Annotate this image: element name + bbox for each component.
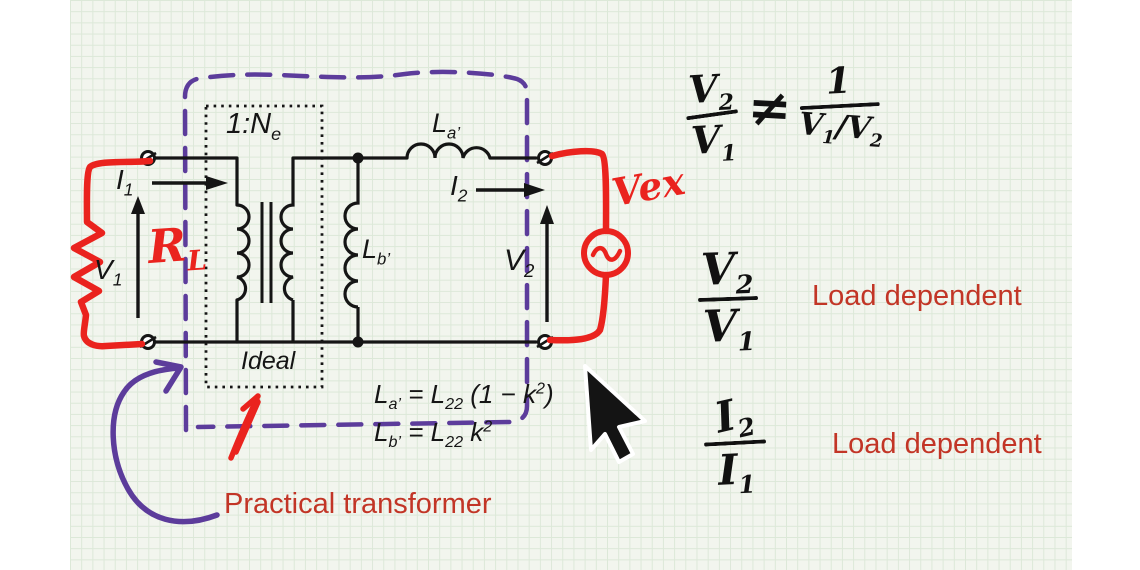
transformer-core-lines bbox=[260, 202, 273, 303]
dashed-boundary-purple bbox=[182, 69, 530, 433]
eq-lb-p3: k bbox=[463, 417, 484, 447]
node-dot-top bbox=[352, 152, 364, 164]
den-text: V bbox=[702, 300, 739, 353]
inductor-lb-coil bbox=[343, 158, 360, 342]
terminal-icon-top-right bbox=[536, 150, 554, 166]
i1-current-arrow bbox=[152, 176, 228, 190]
fraction-numerator: I2 bbox=[699, 388, 769, 443]
primary-winding-coil bbox=[236, 203, 251, 302]
label-v1: V1 bbox=[94, 254, 122, 289]
v2-voltage-arrow bbox=[540, 205, 554, 322]
i1-sub: 1 bbox=[123, 179, 134, 200]
inequality-equation: V2 V1 ≠ 1 V1/V2 bbox=[684, 59, 884, 167]
inductor-la-coil bbox=[405, 142, 492, 159]
v2-sub: 2 bbox=[524, 260, 535, 281]
eq-lb-s1: b’ bbox=[388, 433, 402, 452]
secondary-winding-coil bbox=[279, 158, 295, 342]
fraction-numerator: 1 bbox=[824, 59, 852, 103]
note-load-dependent-current: Load dependent bbox=[832, 428, 1042, 460]
den-s2: 2 bbox=[868, 130, 883, 153]
not-equal-sign: ≠ bbox=[746, 76, 794, 140]
fraction-one-over-v1v2: 1 V1/V2 bbox=[795, 59, 884, 152]
label-v2: V2 bbox=[504, 244, 534, 280]
i2-sub: 2 bbox=[457, 185, 468, 206]
den-text: V bbox=[689, 116, 722, 163]
graph-paper-background bbox=[70, 0, 1072, 570]
ideal-transformer-box bbox=[204, 104, 324, 389]
eq-la-p3: (1 − k bbox=[463, 379, 537, 409]
fraction-v2-over-v1-lhs: V2 V1 bbox=[684, 65, 741, 167]
rl-text: R bbox=[146, 217, 189, 274]
la-sub: a’ bbox=[447, 123, 461, 143]
mouse-cursor-icon bbox=[583, 364, 647, 464]
lb-text: L bbox=[362, 234, 378, 264]
equation-la-prime: La’ = L22 (1 − k2) bbox=[374, 379, 554, 412]
fraction-v2-over-v1: V2 V1 bbox=[696, 243, 759, 358]
label-i2: I2 bbox=[450, 170, 467, 205]
den-s1: 1 bbox=[821, 126, 836, 149]
den-sub: 1 bbox=[720, 140, 738, 167]
den-text: I bbox=[716, 444, 740, 495]
source-loop-red-top bbox=[548, 147, 610, 235]
num-text: V bbox=[687, 65, 719, 112]
fraction-denominator: I1 bbox=[704, 444, 768, 499]
den-sub: 1 bbox=[737, 326, 757, 358]
rl-sub: L bbox=[186, 243, 208, 278]
source-loop-red-bottom bbox=[546, 271, 610, 344]
fraction-numerator: V2 bbox=[696, 243, 757, 301]
turns-ratio-text: 1:N bbox=[226, 108, 272, 140]
eq-la-sup: 2 bbox=[536, 379, 545, 398]
v1-text: V bbox=[94, 254, 113, 285]
num-text: V bbox=[700, 243, 737, 296]
sine-tilde-icon bbox=[590, 245, 623, 262]
caption-practical-transformer: Practical transformer bbox=[224, 488, 492, 520]
fraction-denominator: V1 bbox=[686, 116, 740, 167]
lb-sub: b’ bbox=[377, 249, 391, 269]
label-i1: I1 bbox=[116, 164, 133, 199]
node-dot-bottom bbox=[352, 336, 364, 348]
eq-lb-sup: 2 bbox=[483, 417, 493, 436]
eq-la-p2: = L bbox=[401, 379, 446, 409]
wire-top-left bbox=[153, 156, 239, 344]
v1-voltage-arrow bbox=[131, 196, 145, 318]
label-lb-prime: Lb’ bbox=[362, 234, 390, 268]
load-resistor-red bbox=[70, 157, 154, 350]
label-turns-ratio: 1:Ne bbox=[226, 108, 281, 143]
eq-la-p1: L bbox=[374, 379, 389, 409]
num-sub: 2 bbox=[735, 269, 755, 301]
den-sub: 1 bbox=[737, 469, 757, 500]
i2-text: I bbox=[450, 170, 458, 201]
eq-lb-s2: 22 bbox=[445, 433, 464, 452]
fraction-denominator: V1/V2 bbox=[797, 106, 884, 152]
den-p1: V bbox=[797, 106, 824, 144]
eq-lb-p1: L bbox=[374, 417, 389, 447]
den-p2: /V bbox=[833, 108, 872, 148]
i1-text: I bbox=[116, 164, 124, 195]
annotation-arrow-purple bbox=[110, 359, 220, 525]
eq-la-p4: ) bbox=[544, 379, 554, 409]
equation-lb-prime: Lb’ = L22 k2 bbox=[374, 417, 493, 450]
eq-lb-p2: = L bbox=[401, 417, 446, 447]
label-rl-handwritten: RL bbox=[146, 217, 208, 277]
eq-la-s1: a’ bbox=[388, 395, 402, 414]
la-text: L bbox=[432, 108, 448, 138]
turns-ratio-sub: e bbox=[271, 123, 282, 144]
fraction-denominator: V1 bbox=[698, 300, 759, 358]
eq-la-s2: 22 bbox=[445, 395, 464, 414]
v2-text: V bbox=[504, 244, 525, 277]
annotation-arrow-red bbox=[228, 393, 261, 461]
fraction-numerator: V2 bbox=[684, 65, 738, 116]
v1-sub: 1 bbox=[112, 269, 123, 290]
label-la-prime: La’ bbox=[432, 108, 460, 142]
note-load-dependent-voltage: Load dependent bbox=[812, 280, 1022, 312]
label-ideal: Ideal bbox=[241, 347, 296, 375]
fraction-i2-over-i1: I2 I1 bbox=[702, 390, 769, 499]
i2-current-arrow bbox=[476, 183, 545, 197]
